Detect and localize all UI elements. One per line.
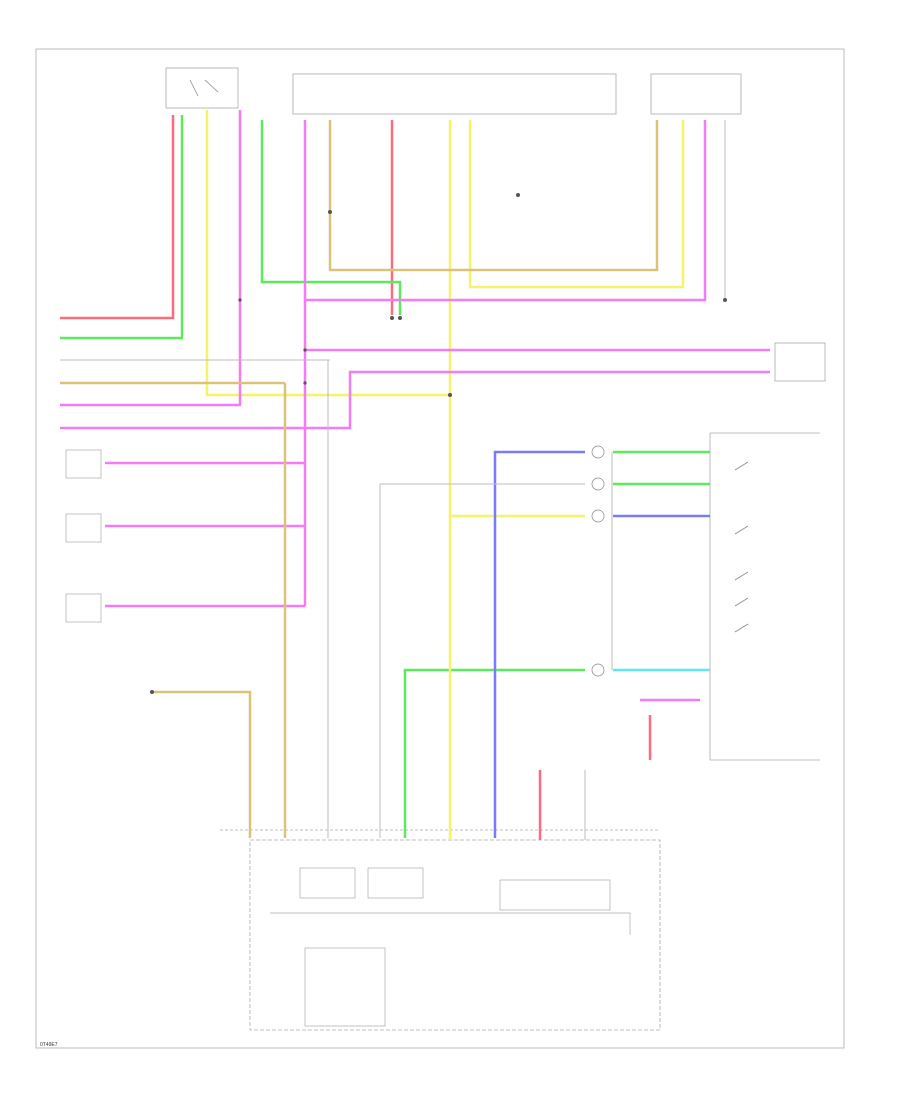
wire-tan	[60, 120, 659, 838]
diagram-frame	[35, 48, 845, 1049]
left-component-2	[65, 513, 102, 543]
junction-dots	[150, 193, 727, 694]
top-right-unit	[650, 73, 742, 115]
right-connector-box	[774, 342, 826, 382]
wire-green	[60, 115, 710, 838]
wire-grey	[60, 120, 726, 840]
wire-magenta	[60, 110, 770, 702]
left-component-1	[65, 449, 102, 479]
top-left-switch	[165, 67, 239, 109]
wire-red	[60, 115, 652, 840]
footer-code: 0T49E7	[40, 1042, 58, 1048]
bottom-module	[220, 829, 661, 1031]
wire-blue	[493, 450, 710, 838]
wire-yellow	[205, 110, 685, 840]
right-switch-block	[709, 432, 820, 761]
left-component-3	[65, 593, 102, 623]
top-center-unit	[292, 73, 617, 115]
connector-circles	[591, 445, 605, 677]
